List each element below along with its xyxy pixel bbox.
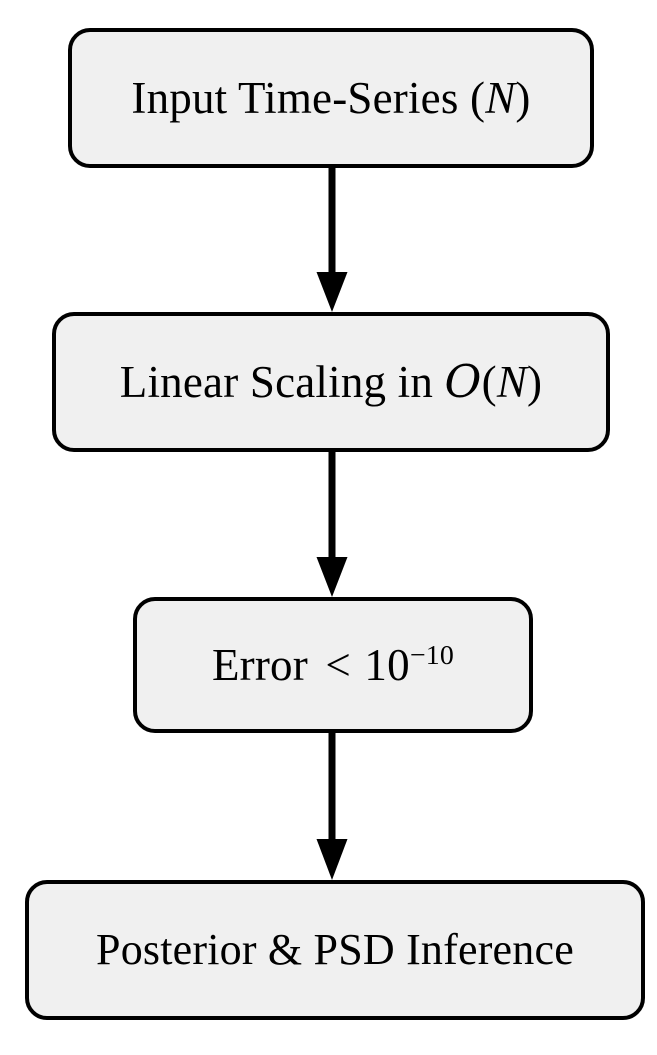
- node-linear-scaling[interactable]: Linear Scaling in O(N): [52, 312, 610, 452]
- node-error-threshold-label: Error < 10−10: [211, 639, 455, 690]
- less-than-symbol: [308, 640, 323, 690]
- arrow-down-icon: [316, 168, 348, 312]
- relation-operator: <: [325, 639, 351, 690]
- math-variable-n: N: [485, 72, 516, 123]
- node-input-time-series-label: Input Time-Series (N): [131, 72, 531, 123]
- math-bigo-symbol: O: [444, 355, 482, 408]
- node-input-time-series[interactable]: Input Time-Series (N): [68, 28, 594, 168]
- math-variable-n: N: [496, 357, 528, 407]
- node-error-threshold[interactable]: Error < 10−10: [133, 597, 533, 733]
- node-posterior-psd-inference[interactable]: Posterior & PSD Inference: [25, 880, 645, 1020]
- arrow-down-icon: [316, 733, 348, 880]
- edge-scaling-to-error: [296, 452, 368, 597]
- arrow-down-icon: [316, 452, 348, 597]
- node-linear-scaling-label: Linear Scaling in O(N): [119, 355, 543, 408]
- exponent-base: 10: [364, 639, 410, 690]
- edge-error-to-posterior: [296, 733, 368, 880]
- edge-input-to-scaling: [296, 168, 368, 312]
- node-posterior-psd-inference-label: Posterior & PSD Inference: [96, 925, 574, 974]
- exponent-value: −10: [409, 639, 455, 671]
